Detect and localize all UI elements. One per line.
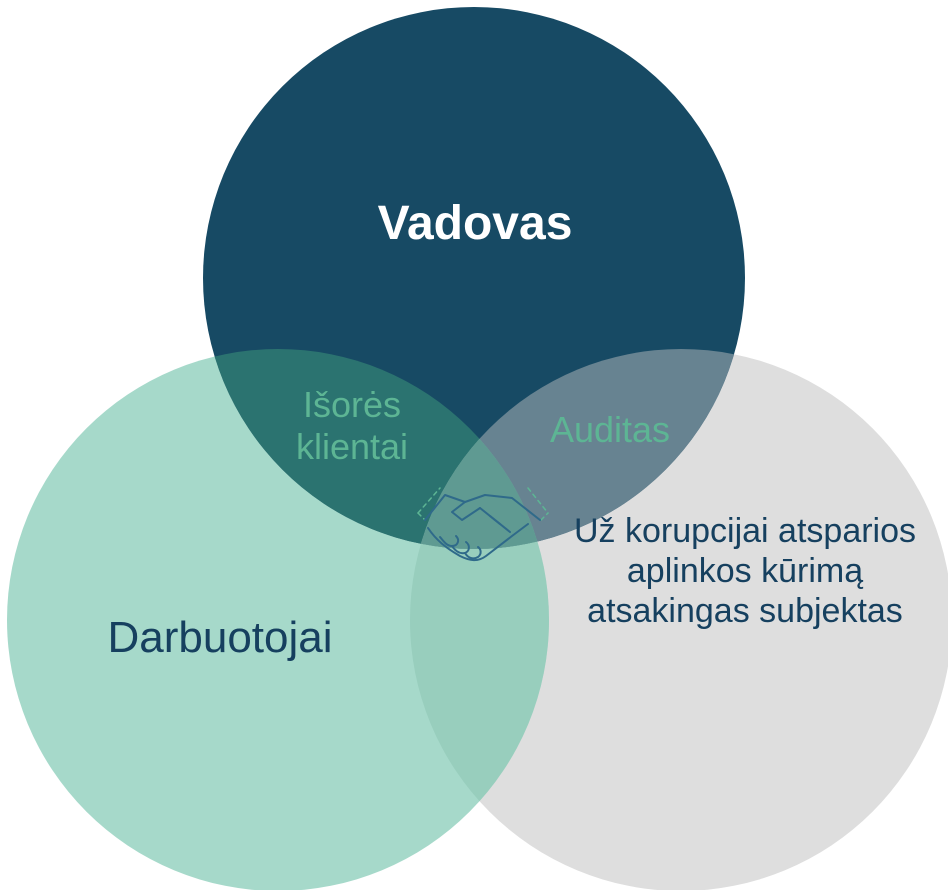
overlap-vadovas-subjektas [410,349,745,549]
overlap-vadovas-darbuotojai [203,349,549,549]
label-isores-klientai: Išorės klientai [295,384,409,468]
handshake-icon [417,487,549,562]
label-darbuotojai: Darbuotojai [107,613,333,662]
label-auditas: Auditas [549,409,671,450]
label-vadovas: Vadovas [377,197,573,250]
label-subjektas: Už korupcijai atsparios aplinkos kūrimą … [573,512,917,631]
